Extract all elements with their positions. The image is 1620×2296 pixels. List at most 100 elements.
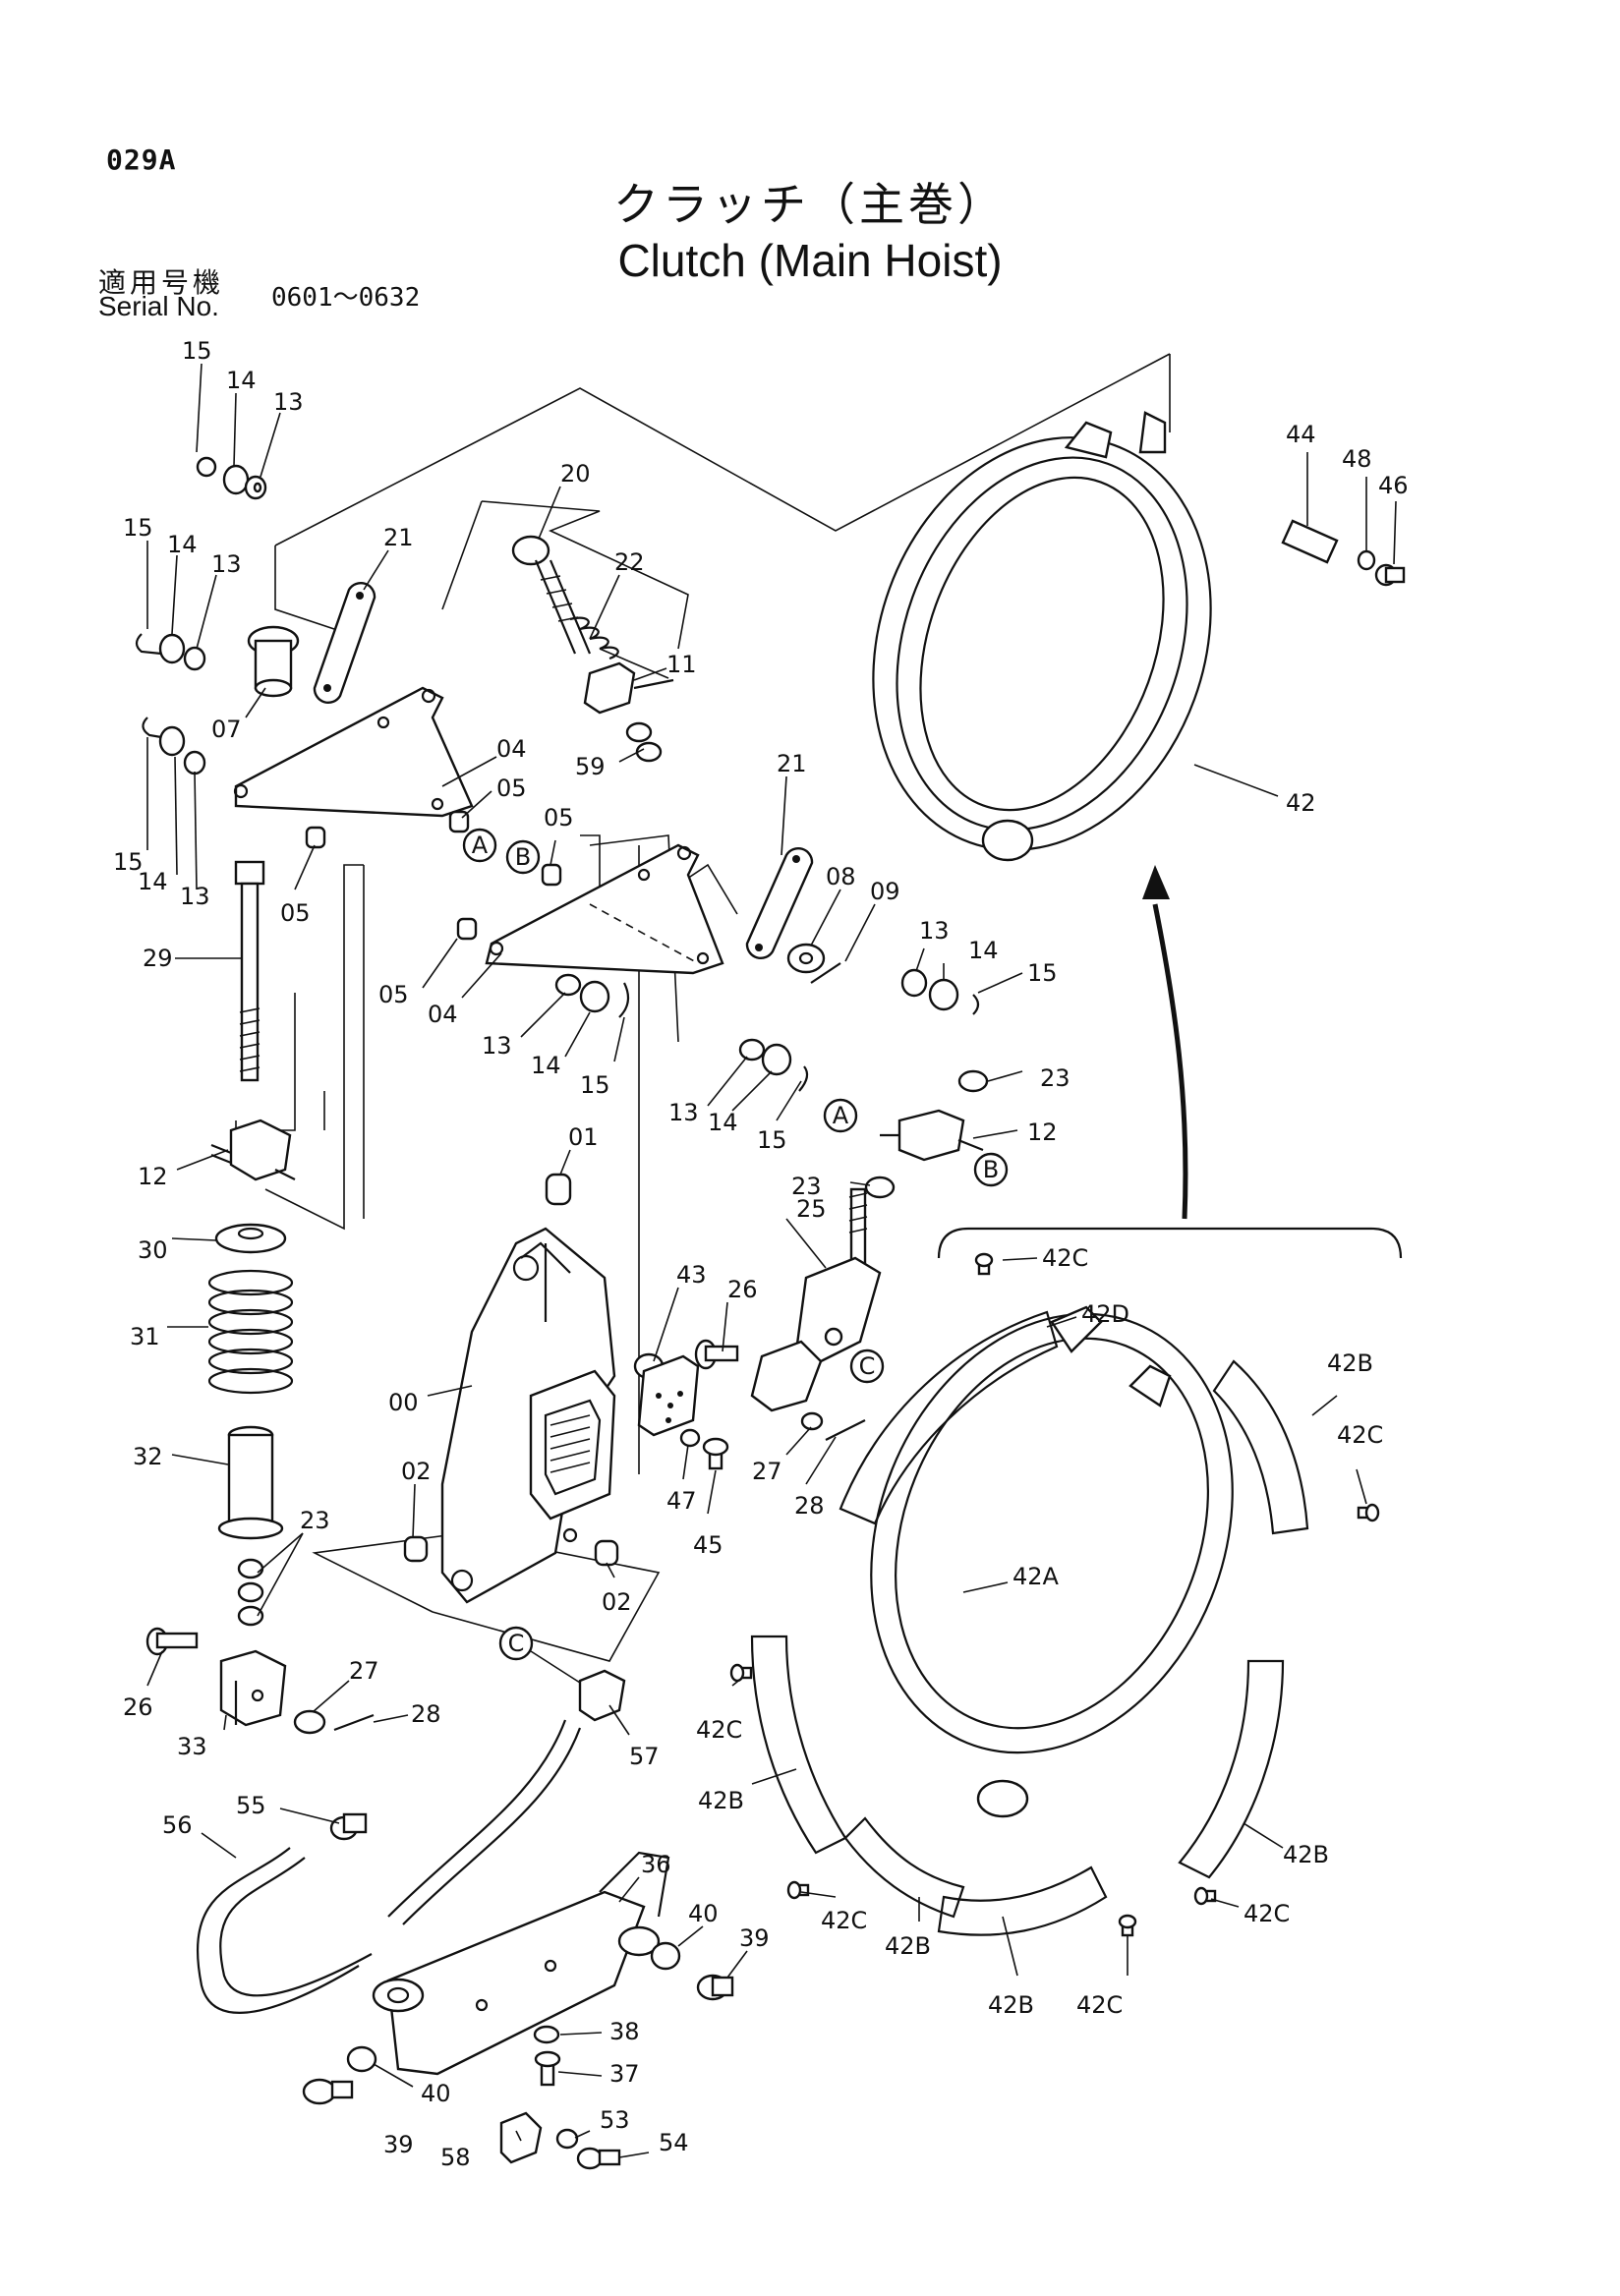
label-53: 53 [600, 2106, 630, 2134]
label-43: 43 [676, 1261, 707, 1289]
label-15e: 15 [580, 1071, 610, 1099]
label-13d: 13 [919, 917, 950, 945]
lining-42b-right-bottom [1178, 1659, 1285, 1879]
label-42b-bottom-left: 42B [885, 1932, 931, 1960]
label-42c-bottom: 42C [1076, 1991, 1123, 2019]
label-48: 48 [1342, 445, 1372, 473]
serial-label-japanese: 適用号機 [98, 266, 225, 299]
label-31: 31 [130, 1323, 160, 1350]
clip-28-upper [825, 1419, 866, 1441]
label-23b: 23 [791, 1173, 822, 1200]
washer-nut-group-4 [900, 968, 980, 1015]
label-57: 57 [629, 1743, 660, 1770]
label-14d: 14 [968, 937, 999, 964]
lining-42d [839, 1310, 1059, 1525]
label-37: 37 [609, 2060, 640, 2088]
rod-29 [234, 860, 265, 1082]
label-42c-right: 42C [1337, 1421, 1383, 1449]
adapter-55 [329, 1812, 368, 1841]
housing-00 [440, 1227, 616, 1604]
label-14e: 14 [531, 1052, 561, 1079]
label-05b: 05 [544, 804, 574, 832]
washer-nut-group-2 [135, 633, 206, 671]
callout-a-upper: A [462, 828, 497, 863]
washer-nut-group-6 [738, 1038, 809, 1092]
page-code: 029A [106, 144, 177, 176]
label-15c: 15 [113, 848, 144, 876]
label-15a: 15 [182, 337, 212, 365]
brake-band-42a [870, 1305, 1234, 1818]
label-32: 32 [133, 1443, 163, 1470]
label-42c-top: 42C [1042, 1244, 1088, 1272]
svg-text:B: B [983, 1156, 999, 1183]
label-26b: 26 [123, 1693, 153, 1721]
label-44: 44 [1286, 421, 1316, 448]
washer-27-lower [293, 1709, 326, 1735]
label-01: 01 [568, 1123, 599, 1151]
hose-56 [196, 1719, 582, 2014]
label-22: 22 [614, 548, 645, 576]
label-02b: 02 [602, 1588, 632, 1616]
spring-seat-30 [214, 1223, 287, 1254]
label-07: 07 [211, 716, 242, 743]
nut-40-right [650, 1941, 681, 1971]
label-42c-left: 42C [696, 1716, 742, 1744]
label-12b: 12 [138, 1163, 168, 1190]
label-05a: 05 [496, 775, 527, 802]
label-42: 42 [1286, 789, 1316, 817]
callout-c-fitting: C [498, 1626, 534, 1661]
detail-bracket [937, 1227, 1403, 1259]
label-54: 54 [659, 2129, 689, 2156]
label-42d: 42D [1081, 1300, 1129, 1328]
label-39a: 39 [739, 1924, 770, 1952]
label-23c: 23 [300, 1507, 330, 1534]
serial-range: 0601～0632 [271, 283, 421, 313]
nut-40-left-bolt-39-left [302, 2045, 377, 2105]
callout-a-lower: A [823, 1098, 858, 1133]
label-13b: 13 [211, 550, 242, 578]
label-04b: 04 [428, 1001, 458, 1028]
washer-47-bolt-45 [679, 1428, 729, 1470]
leader-lines [146, 363, 1397, 2158]
title-english: Clutch (Main Hoist) [617, 235, 1003, 286]
label-15f: 15 [757, 1126, 787, 1154]
bushing-01 [545, 1173, 572, 1206]
label-42b-right-top: 42B [1327, 1349, 1373, 1377]
pedal-36 [372, 1851, 670, 2076]
label-47: 47 [666, 1487, 697, 1515]
part-labels: 15 14 13 15 14 13 07 21 20 22 11 59 04 0… [113, 337, 1409, 2171]
washer-53-bolt-54 [555, 2128, 621, 2170]
label-42c-bottom-left: 42C [821, 1907, 867, 1934]
svg-text:A: A [472, 832, 489, 859]
title-japanese: クラッチ（主巻） [613, 178, 1007, 231]
svg-text:A: A [833, 1102, 849, 1129]
label-08: 08 [826, 863, 856, 890]
label-27a: 27 [752, 1458, 782, 1485]
sleeve-32 [217, 1425, 284, 1540]
label-05d: 05 [378, 981, 409, 1008]
label-20: 20 [560, 460, 591, 488]
label-00: 00 [388, 1389, 419, 1416]
label-42b-left: 42B [698, 1787, 744, 1814]
label-42b-right-bottom: 42B [1283, 1841, 1329, 1868]
spring-31 [207, 1269, 294, 1395]
label-59: 59 [575, 753, 606, 780]
label-40b: 40 [421, 2080, 451, 2107]
label-42a: 42A [1012, 1563, 1060, 1590]
label-45: 45 [693, 1531, 723, 1559]
pin-26-lower [145, 1627, 199, 1656]
svg-text:B: B [515, 843, 531, 871]
label-21b: 21 [777, 750, 807, 777]
label-13c: 13 [180, 883, 210, 910]
lining-42b-bottom [937, 1866, 1108, 1936]
label-36: 36 [641, 1851, 671, 1878]
fitting-57 [578, 1669, 626, 1722]
nut-11 [583, 661, 674, 763]
brake-band-42 [872, 411, 1212, 862]
label-33: 33 [177, 1733, 207, 1760]
screws-42c [729, 1252, 1380, 1937]
label-28b: 28 [411, 1700, 441, 1728]
label-28a: 28 [794, 1492, 825, 1520]
lining-42b-bottom-left [843, 1816, 965, 1919]
